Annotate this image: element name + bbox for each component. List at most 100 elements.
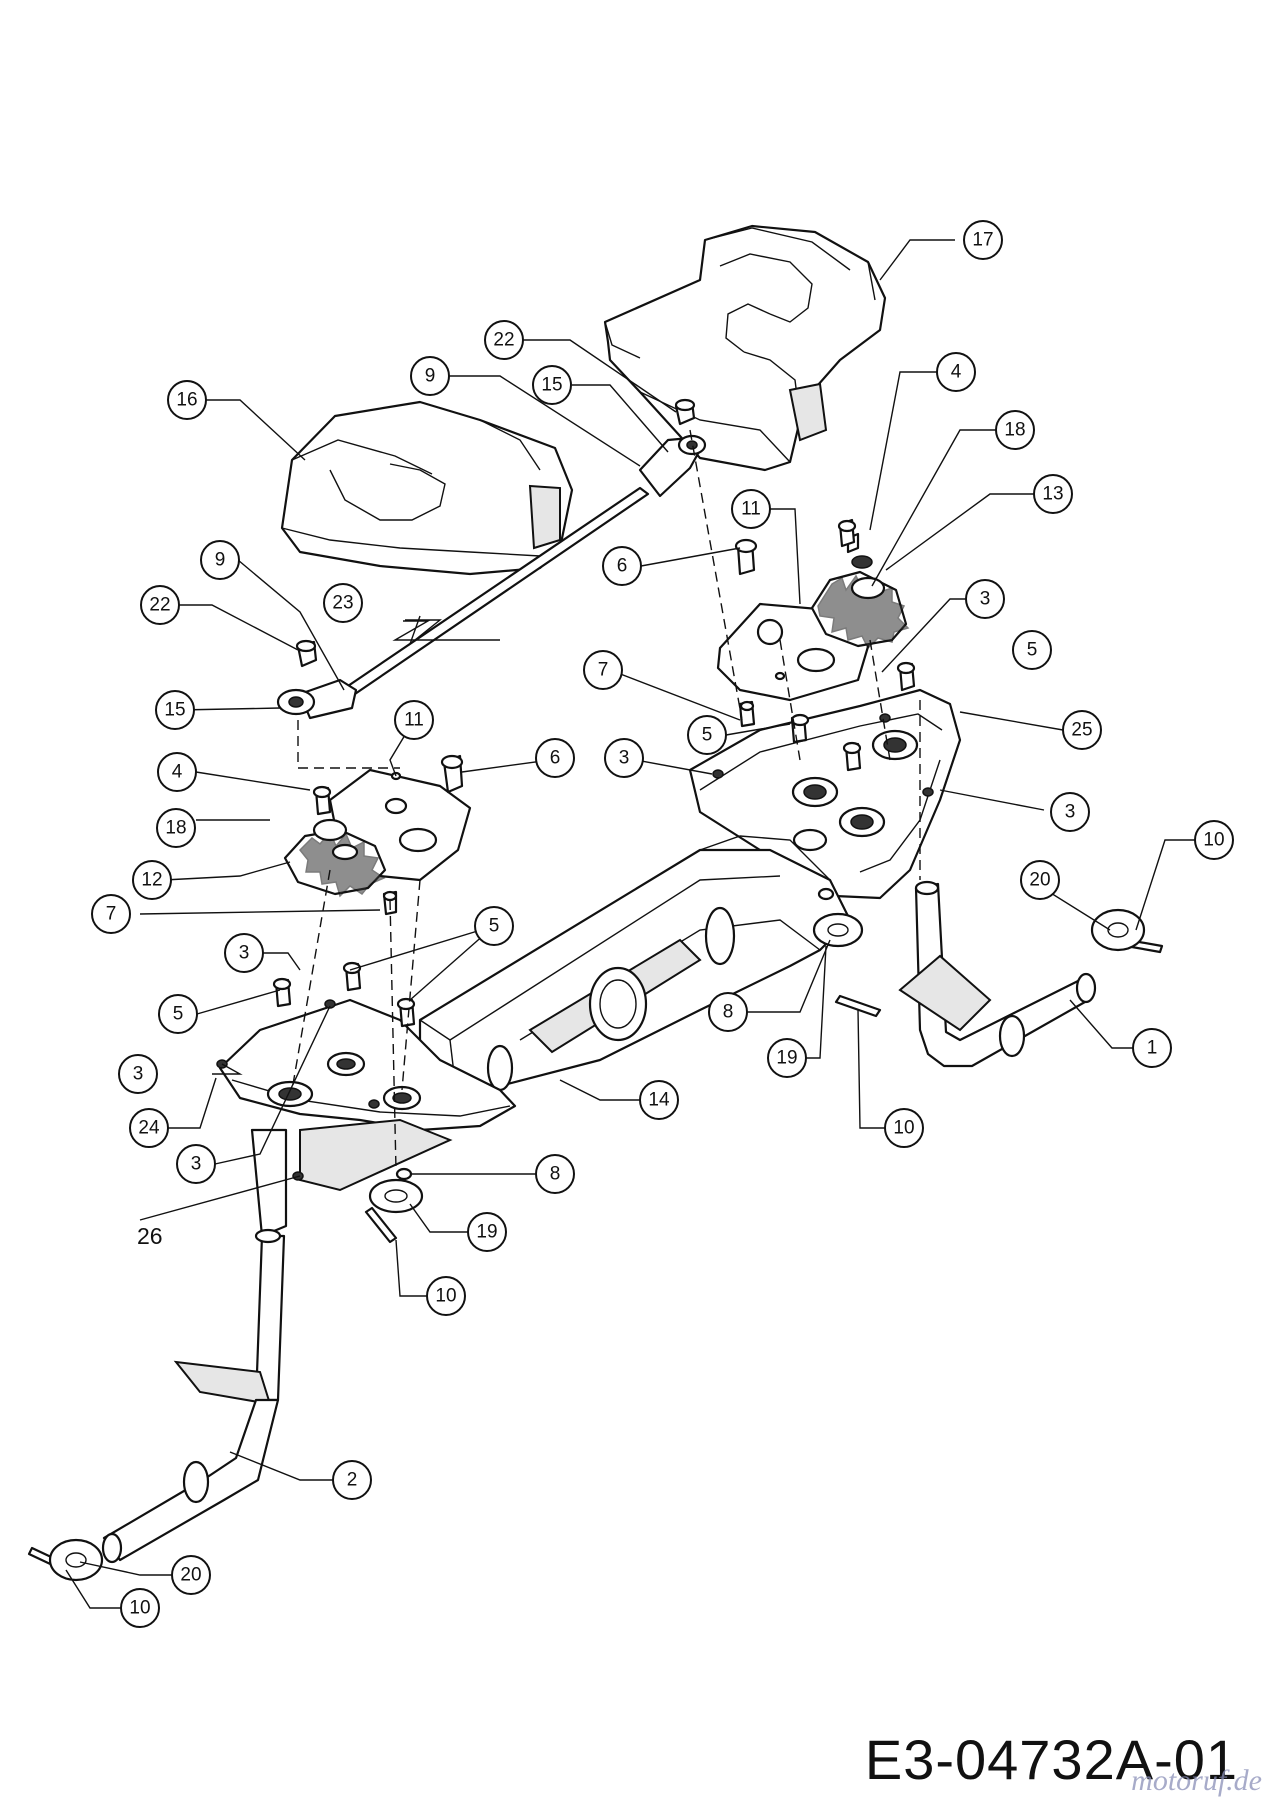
callout-3c: 3: [1050, 792, 1090, 832]
callout-19b: 19: [467, 1212, 507, 1252]
callout-17: 17: [963, 220, 1003, 260]
svg-text:22: 22: [493, 330, 514, 351]
callout-5d: 5: [158, 994, 198, 1034]
svg-text:10: 10: [129, 1598, 150, 1619]
callout-9b: 9: [200, 540, 240, 580]
callout-8: 8: [708, 992, 748, 1032]
callout-12: 12: [132, 860, 172, 900]
callout-2: 2: [332, 1460, 372, 1500]
svg-text:3: 3: [191, 1154, 202, 1175]
svg-text:20: 20: [180, 1565, 201, 1586]
part-22-nuts: [295, 398, 696, 668]
callout-4: 4: [936, 352, 976, 392]
svg-text:18: 18: [165, 818, 186, 839]
svg-text:15: 15: [164, 700, 185, 721]
callout-15b: 15: [155, 690, 195, 730]
svg-text:8: 8: [550, 1164, 561, 1185]
callout-14: 14: [639, 1080, 679, 1120]
svg-text:17: 17: [972, 230, 993, 251]
svg-text:1: 1: [1147, 1038, 1158, 1059]
callout-13: 13: [1033, 474, 1073, 514]
label-26: 26: [137, 1223, 163, 1249]
callout-3d: 3: [224, 933, 264, 973]
callout-10: 10: [1194, 820, 1234, 860]
callout-10c: 10: [426, 1276, 466, 1316]
svg-text:4: 4: [951, 362, 962, 383]
svg-text:7: 7: [598, 660, 609, 681]
callout-22: 22: [484, 320, 524, 360]
svg-text:10: 10: [435, 1286, 456, 1307]
callout-1: 1: [1132, 1028, 1172, 1068]
svg-text:9: 9: [425, 366, 436, 387]
svg-text:9: 9: [215, 550, 226, 571]
callout-10b: 10: [884, 1108, 924, 1148]
part-12-left-gear: [283, 818, 387, 898]
callout-18: 18: [995, 410, 1035, 450]
part-16-left-cover: [280, 400, 574, 576]
svg-text:10: 10: [893, 1118, 914, 1139]
svg-text:13: 13: [1042, 484, 1063, 505]
svg-text:6: 6: [617, 556, 628, 577]
svg-text:22: 22: [149, 595, 170, 616]
washers-and-pins: [27, 887, 1164, 1572]
svg-text:7: 7: [106, 904, 117, 925]
svg-text:11: 11: [741, 499, 761, 520]
svg-text:18: 18: [1004, 420, 1025, 441]
svg-text:3: 3: [239, 943, 250, 964]
callout-3f: 3: [176, 1144, 216, 1184]
part-14-axle-beam: [418, 835, 852, 1092]
part-17-right-cover: [603, 224, 887, 472]
svg-text:12: 12: [141, 870, 162, 891]
part-13-right-gear: [810, 532, 910, 650]
callout-4b: 4: [157, 752, 197, 792]
callout-9: 9: [410, 356, 450, 396]
callout-22b: 22: [140, 585, 180, 625]
callout-24: 24: [129, 1108, 169, 1148]
callout-7b: 7: [91, 894, 131, 934]
callout-23: 23: [323, 583, 363, 623]
watermark-logo: motoruf.de: [1131, 1764, 1262, 1797]
svg-text:10: 10: [1203, 830, 1224, 851]
svg-text:3: 3: [1065, 802, 1076, 823]
svg-text:20: 20: [1029, 870, 1050, 891]
leader-lines: [65, 239, 1195, 1609]
svg-text:3: 3: [980, 589, 991, 610]
callout-3: 3: [965, 579, 1005, 619]
callout-18b: 18: [156, 808, 196, 848]
callout-11b: 11: [394, 700, 434, 740]
callout-8b: 8: [535, 1154, 575, 1194]
svg-text:14: 14: [648, 1090, 670, 1111]
part-25-right-base-plate: [688, 688, 962, 900]
callout-6: 6: [602, 546, 642, 586]
svg-text:4: 4: [172, 762, 183, 783]
callout-3b: 3: [604, 738, 644, 778]
callout-11: 11: [731, 489, 771, 529]
svg-text:24: 24: [138, 1118, 160, 1139]
callout-16: 16: [167, 380, 207, 420]
callout-5c: 5: [474, 906, 514, 946]
part-2-left-spindle: [48, 1128, 288, 1582]
callout-25: 25: [1062, 710, 1102, 750]
svg-text:8: 8: [723, 1002, 734, 1023]
part-1-right-spindle: [898, 880, 1146, 1068]
callout-19: 19: [767, 1038, 807, 1078]
callout-15: 15: [532, 365, 572, 405]
drawing-code: E3-04732A-01: [864, 1728, 1238, 1791]
part-24-left-base-plate: [218, 998, 517, 1192]
assembly-lines: [291, 429, 921, 1171]
svg-text:19: 19: [776, 1048, 797, 1069]
svg-text:6: 6: [550, 748, 561, 769]
part-23-tie-rod: [276, 434, 707, 720]
svg-text:11: 11: [404, 710, 424, 731]
svg-text:3: 3: [619, 748, 630, 769]
callout-5: 5: [1012, 630, 1052, 670]
svg-text:3: 3: [133, 1064, 144, 1085]
svg-text:5: 5: [1027, 640, 1038, 661]
svg-text:25: 25: [1071, 720, 1092, 741]
svg-text:19: 19: [476, 1222, 497, 1243]
svg-text:23: 23: [332, 593, 353, 614]
callout-7: 7: [583, 650, 623, 690]
svg-text:15: 15: [541, 375, 562, 396]
callout-3e: 3: [118, 1054, 158, 1094]
